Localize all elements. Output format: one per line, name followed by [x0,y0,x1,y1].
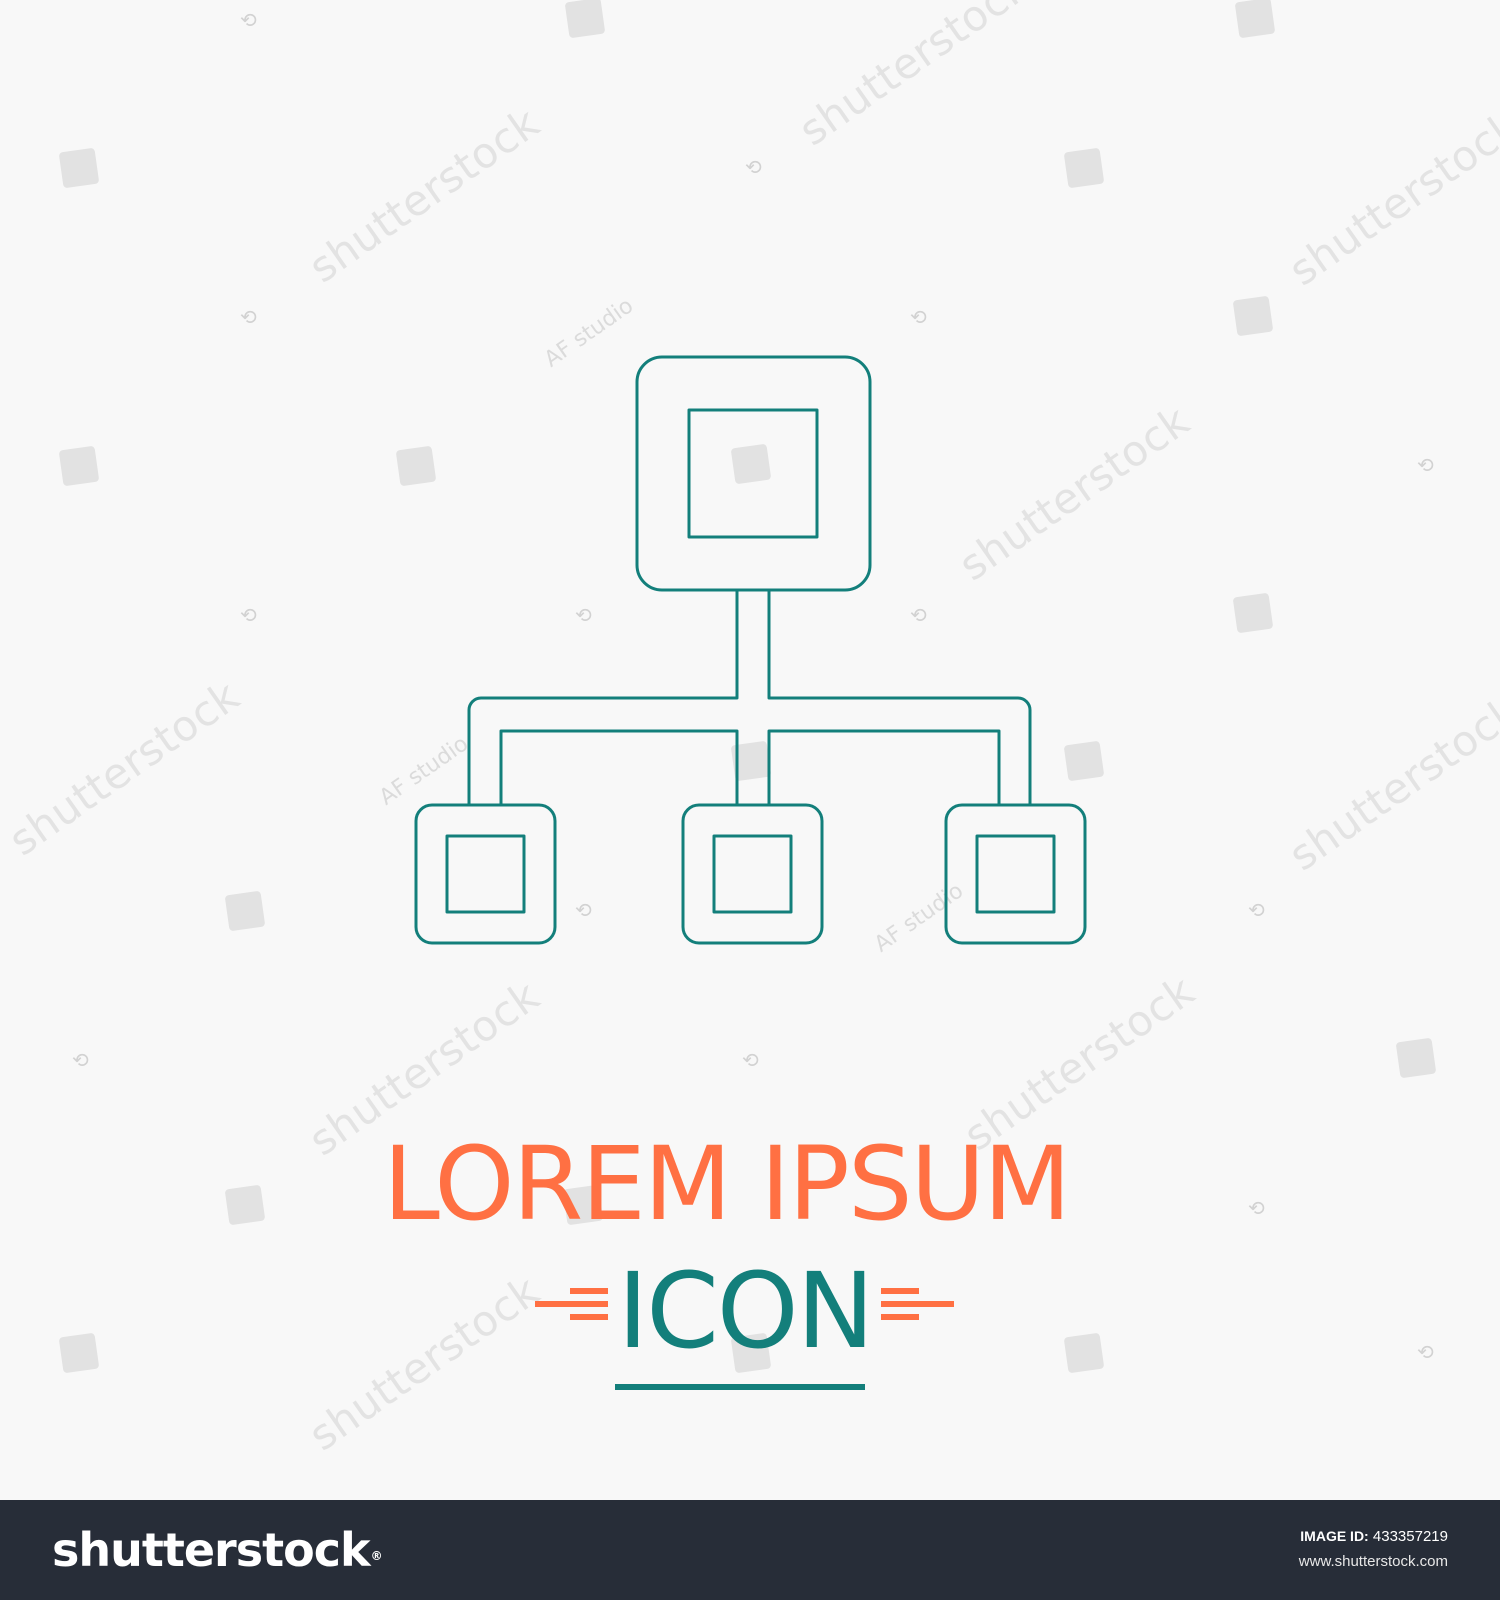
watermark-glyph-icon: ⟲ [1417,1340,1434,1364]
right-inner-connector [767,729,1001,805]
watermark-glyph-icon: ⟲ [910,305,927,329]
right-speed-line-middle [881,1301,954,1307]
watermark-glyph-icon: ⟲ [1248,1196,1265,1220]
image-id: IMAGE ID: 433357219 [1188,1526,1448,1546]
watermark-glyph-icon: ⟲ [910,603,927,627]
left-speed-line-top [570,1288,608,1294]
icon-caption: ICON [535,1256,955,1395]
watermark-glyph-icon: ⟲ [240,8,257,32]
right-child-outer-square [944,803,1087,945]
headline-text: LOREM IPSUM [383,1125,1071,1244]
shutterstock-logo-text: shutterstock [52,1523,371,1577]
icon-label-underline [615,1384,865,1390]
shutterstock-logo: shutterstock® [52,1522,432,1578]
left-outer-connector [467,590,739,805]
center-child-outer-square [681,803,824,945]
left-child-outer-square [414,803,557,945]
watermark-glyph-icon: ⟲ [575,603,592,627]
watermark-glyph-icon: ⟲ [240,305,257,329]
left-speed-line-middle [535,1301,608,1307]
watermark-glyph-icon: ⟲ [240,603,257,627]
watermark-glyph-icon: ⟲ [745,155,762,179]
watermark-glyph-icon: ⟲ [1417,453,1434,477]
watermark-glyph-icon: ⟲ [72,1048,89,1072]
image-id-value: 433357219 [1372,1528,1448,1545]
watermark-glyph-icon: ⟲ [575,898,592,922]
watermark-glyph-icon: ⟲ [1248,898,1265,922]
left-inner-connector [499,729,739,805]
right-speed-line-top [881,1288,919,1294]
top-node-outer-square [635,355,872,592]
left-speed-line-bottom [570,1314,608,1320]
hierarchy-network-icon [414,355,1087,945]
right-child-inner-square [975,834,1056,914]
website-text: www.shutterstock.com [1298,1553,1448,1570]
image-canvas: shutterstock shutterstock shutterstock s… [0,0,1500,1461]
registered-mark: ® [370,1549,383,1563]
shutterstock-footer: shutterstock® IMAGE ID: 433357219 www.sh… [0,1500,1500,1600]
image-id-label: IMAGE ID: [1300,1528,1369,1544]
left-child-inner-square [445,834,526,914]
right-speed-line-bottom [881,1314,919,1320]
icon-label: ICON [617,1250,875,1372]
watermark-glyph-icon: ⟲ [742,1048,759,1072]
center-child-inner-square [712,834,793,914]
top-node-inner-square [687,408,819,539]
right-outer-connector [767,590,1032,805]
